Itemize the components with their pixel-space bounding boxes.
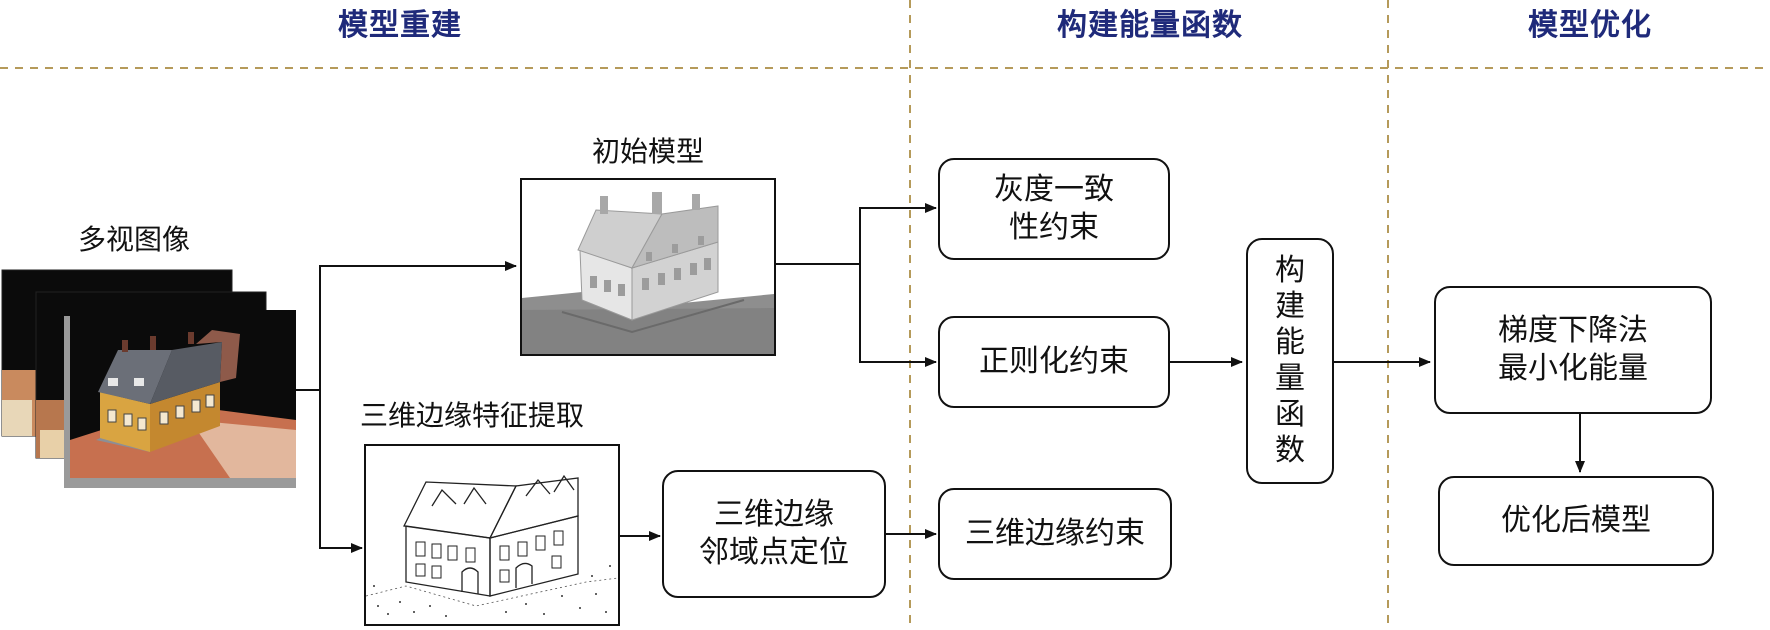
edge-locate-box: 三维边缘 邻域点定位: [662, 470, 886, 598]
edge-constraint-box: 三维边缘约束: [938, 488, 1172, 580]
energy-char-6: 数: [1275, 433, 1305, 468]
edge-locate-line-2: 邻域点定位: [699, 535, 849, 570]
caption-edge-extraction: 三维边缘特征提取: [360, 399, 585, 432]
gradient-descent-line-1: 梯度下降法: [1498, 313, 1648, 348]
arrow-to-gray-constraint: [776, 203, 937, 265]
energy-char-5: 函: [1275, 397, 1305, 432]
energy-char-3: 能: [1275, 325, 1305, 360]
optimized-model-label: 优化后模型: [1501, 503, 1651, 538]
initial-model-render: [522, 180, 774, 354]
energy-function-box: 构 建 能 量 函 数: [1246, 238, 1334, 484]
optimized-model-box: 优化后模型: [1438, 476, 1714, 566]
arrow-to-initial-model: [296, 261, 517, 391]
energy-char-1: 构: [1275, 253, 1305, 288]
edge-constraint-label: 三维边缘约束: [965, 516, 1145, 551]
arrow-to-regularization: [859, 264, 937, 367]
view-image-front: [70, 310, 296, 478]
regularization-constraint-box: 正则化约束: [938, 316, 1170, 408]
caption-multiview: 多视图像: [78, 223, 191, 256]
gradient-descent-box: 梯度下降法 最小化能量: [1434, 286, 1712, 414]
gradient-descent-line-2: 最小化能量: [1498, 351, 1648, 386]
section-title-energy: 构建能量函数: [1057, 8, 1243, 43]
edge-sketch-render: [366, 446, 618, 624]
section-title-optimization: 模型优化: [1528, 8, 1652, 43]
edge-extraction-image: [364, 444, 620, 626]
arrow-to-edge-extraction: [319, 390, 363, 553]
regularization-label: 正则化约束: [979, 344, 1129, 379]
edge-locate-line-1: 三维边缘: [714, 497, 834, 532]
energy-char-2: 建: [1275, 289, 1305, 324]
gray-consistency-constraint-box: 灰度一致 性约束: [938, 158, 1170, 260]
gray-constraint-line-1: 灰度一致: [994, 172, 1114, 207]
gray-constraint-line-2: 性约束: [1009, 210, 1099, 245]
caption-initial-model: 初始模型: [592, 135, 705, 168]
energy-char-4: 量: [1275, 361, 1305, 396]
initial-model-image: [520, 178, 776, 356]
section-title-reconstruction: 模型重建: [338, 8, 462, 43]
